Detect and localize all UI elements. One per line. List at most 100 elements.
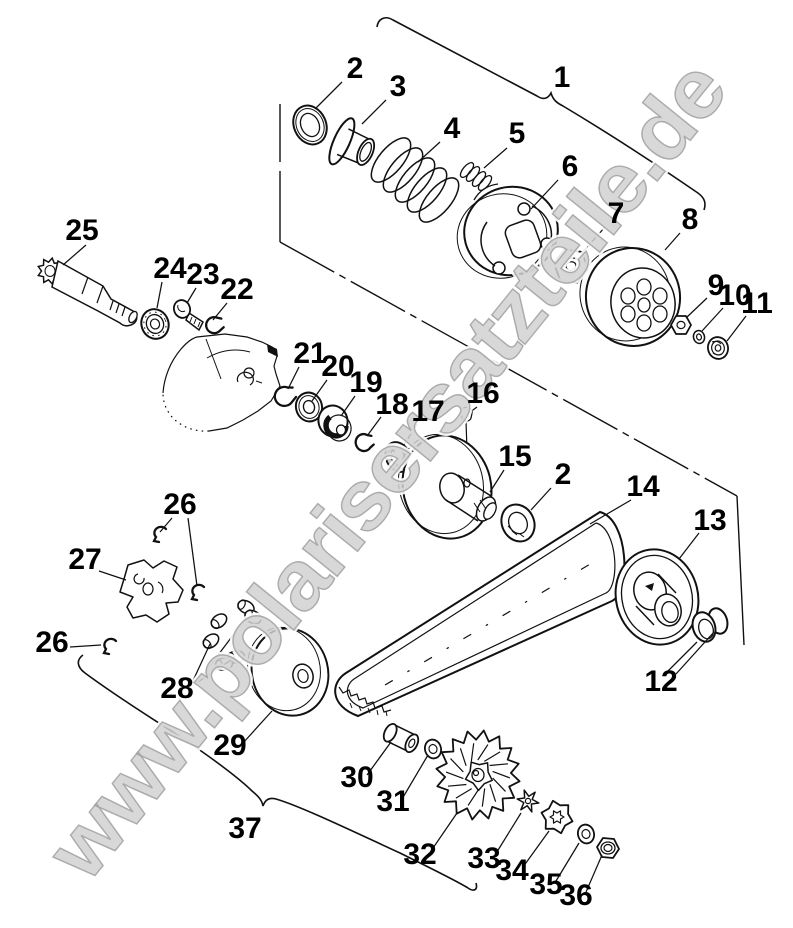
spring-5 <box>459 161 493 192</box>
leader-line-2 <box>315 81 343 109</box>
clutch-bell-8 <box>579 246 682 347</box>
part-label-20: 20 <box>321 350 354 383</box>
leader-line-17 <box>403 423 418 446</box>
part-label-25: 25 <box>65 214 98 247</box>
leader-line-9 <box>685 297 708 319</box>
circlip-22 <box>205 316 225 335</box>
leader-line-32 <box>430 812 458 852</box>
leader-line-28 <box>194 659 232 685</box>
leader-line-26 <box>69 644 102 648</box>
leader-line-33 <box>494 812 522 856</box>
leader-line-21 <box>287 366 300 390</box>
seal-ring-2-upper <box>292 104 328 146</box>
leader-line-2 <box>530 487 552 511</box>
group-bracket-37 <box>77 654 478 891</box>
leader-line-14 <box>589 499 632 525</box>
part-label-31: 31 <box>376 785 409 818</box>
part-label-30: 30 <box>340 761 373 794</box>
part-label-12: 12 <box>644 665 677 698</box>
part-label-4: 4 <box>444 112 461 145</box>
cam-plate-27 <box>119 559 184 623</box>
secondary-sheave-15 <box>397 433 497 540</box>
washer-10 <box>692 329 706 345</box>
keyway-arrow <box>645 583 654 591</box>
assembly-boundary-lines <box>77 17 745 891</box>
star-washer-33 <box>516 789 540 813</box>
leader-line-13 <box>678 532 700 560</box>
leader-line-22 <box>212 302 228 321</box>
part-label-18: 18 <box>375 388 408 421</box>
part-label-26: 26 <box>163 488 196 521</box>
panel-diagonal-edge <box>279 241 738 497</box>
leader-line-25 <box>62 244 87 266</box>
group-bracket-1 <box>376 17 706 211</box>
part-label-2: 2 <box>555 458 572 491</box>
leader-line-11 <box>726 315 747 342</box>
part-label-35: 35 <box>529 868 562 901</box>
bearing-19 <box>317 404 352 442</box>
leader-line-5 <box>483 147 508 169</box>
leader-line-24 <box>156 281 163 309</box>
spacer-30 <box>382 722 420 754</box>
group-label-1: 1 <box>554 61 571 94</box>
leader-line-10 <box>701 307 724 332</box>
leader-line-18 <box>366 416 382 437</box>
fan-wheel-32 <box>435 729 521 821</box>
leader-line-6 <box>530 179 559 210</box>
drive-face-29 <box>247 626 330 717</box>
part-label-24: 24 <box>153 252 187 285</box>
leader-line-35 <box>555 842 580 882</box>
part-label-28: 28 <box>160 672 193 705</box>
leader-line-34 <box>522 830 550 868</box>
part-label-15: 15 <box>498 440 531 473</box>
part-label-19: 19 <box>349 366 382 399</box>
seal-washer-20 <box>294 391 324 423</box>
part-label-8: 8 <box>682 203 699 236</box>
nut-9 <box>670 315 692 335</box>
part-label-33: 33 <box>467 842 500 875</box>
leader-line-3 <box>361 99 387 125</box>
part-label-27: 27 <box>68 543 101 576</box>
part-label-23: 23 <box>186 258 219 291</box>
leader-line-28 <box>196 617 247 684</box>
part-label-13: 13 <box>693 504 726 537</box>
pulley-housing-13 <box>614 548 700 646</box>
part-label-21: 21 <box>293 337 326 370</box>
leader-line-31 <box>401 754 429 800</box>
part-label-34: 34 <box>495 854 529 887</box>
drive-shaft-25 <box>37 256 138 327</box>
group-label-37: 37 <box>228 812 261 845</box>
spring-4 <box>370 137 460 223</box>
panel-right-edge <box>736 495 745 646</box>
part-label-11: 11 <box>741 287 773 320</box>
lock-nut-7 <box>553 248 589 284</box>
part-label-2: 2 <box>347 52 364 85</box>
leader-line-19 <box>340 395 356 417</box>
leader-line-26 <box>187 517 198 587</box>
leader-line-16 <box>468 406 478 414</box>
washer-35 <box>576 823 596 845</box>
part-label-5: 5 <box>509 117 526 150</box>
ratchet-gear-34 <box>540 799 574 835</box>
part-label-17: 17 <box>411 395 444 428</box>
leader-line-23 <box>186 287 197 304</box>
leader-line-12 <box>675 631 715 675</box>
leader-line-8 <box>664 232 681 251</box>
crankcase-cover-outline <box>162 333 281 432</box>
leader-line-27 <box>98 570 127 581</box>
leader-line-30 <box>366 741 392 776</box>
seal-ring-2-lower <box>500 503 536 543</box>
part-label-6: 6 <box>562 150 579 183</box>
leader-line-29 <box>242 710 273 744</box>
washer-31 <box>423 738 443 760</box>
part-label-22: 22 <box>220 273 253 306</box>
leader-lines <box>62 81 747 893</box>
gear-24 <box>140 308 170 340</box>
leader-line-20 <box>311 379 328 402</box>
part-label-32: 32 <box>403 838 436 871</box>
leader-line-36 <box>585 854 603 893</box>
leader-line-28 <box>190 643 211 686</box>
leader-line-15 <box>489 469 505 493</box>
